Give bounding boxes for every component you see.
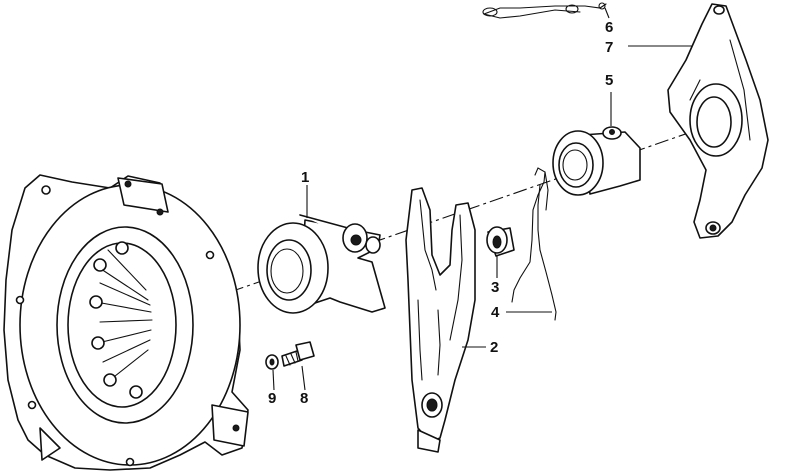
callout-7: 7 <box>605 39 613 56</box>
release-fork <box>405 187 476 453</box>
leader-6 <box>604 7 610 19</box>
callout-9: 9 <box>268 390 276 407</box>
leader-8 <box>301 365 306 391</box>
retaining-spring-clip <box>511 167 557 321</box>
clutch-pressure-plate <box>3 174 249 471</box>
leader-9 <box>272 369 275 391</box>
bolt <box>281 341 315 367</box>
callout-1: 1 <box>301 169 309 186</box>
callout-8: 8 <box>300 390 308 407</box>
callout-3: 3 <box>491 279 499 296</box>
callout-4: 4 <box>491 304 500 321</box>
guide-sleeve <box>552 126 641 196</box>
spring-clip <box>482 2 607 19</box>
callout-5: 5 <box>605 72 613 89</box>
ball-socket-cap <box>486 226 515 257</box>
bracket-cover-plate <box>667 3 769 239</box>
callout-2: 2 <box>490 339 498 356</box>
diaphragm-fingers <box>94 249 153 381</box>
release-bearing <box>257 214 386 314</box>
washer <box>265 354 279 370</box>
callout-6: 6 <box>605 19 613 36</box>
